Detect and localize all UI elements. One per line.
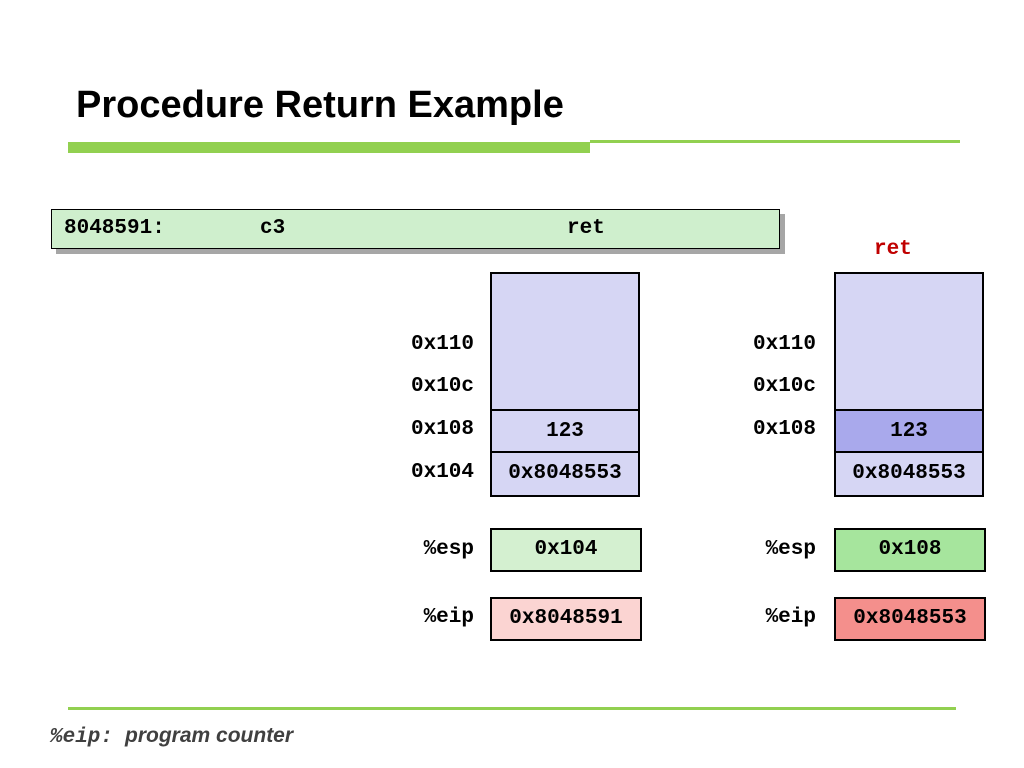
slide-title: Procedure Return Example [76, 84, 564, 126]
footer-divider [68, 707, 956, 710]
eip-register-box: 0x8048553 [834, 597, 986, 641]
title-underline-thin [590, 140, 960, 143]
instruction-box: 8048591: c3 ret [51, 209, 780, 249]
stack-empty-region [492, 274, 638, 411]
esp-register-box: 0x104 [490, 528, 642, 572]
after-address-label: 0x108 [752, 418, 816, 441]
stack-cell: 123 [492, 411, 638, 453]
esp-label: %esp [423, 538, 474, 561]
before-stack: 123 0x8048553 [490, 272, 640, 497]
footnote-description: program counter [125, 724, 294, 747]
before-address-label: 0x110 [410, 333, 474, 356]
before-address-label: 0x108 [410, 418, 474, 441]
instruction-mnemonic: ret [567, 217, 605, 240]
ret-caption: ret [874, 238, 912, 261]
eip-label: %eip [423, 606, 474, 629]
stack-cell: 0x8048553 [836, 453, 982, 495]
eip-register-box: 0x8048591 [490, 597, 642, 641]
after-address-label: 0x110 [752, 333, 816, 356]
eip-label: %eip [765, 606, 816, 629]
stack-cell-top: 123 [836, 411, 982, 453]
before-address-label: 0x10c [410, 375, 474, 398]
stack-empty-region [836, 274, 982, 411]
after-stack: 123 0x8048553 [834, 272, 984, 497]
after-address-label: 0x10c [752, 375, 816, 398]
esp-label: %esp [765, 538, 816, 561]
footnote-term: %eip: [50, 726, 114, 749]
title-underline-thick [68, 142, 590, 153]
instruction-opcode: c3 [260, 217, 286, 240]
stack-cell: 0x8048553 [492, 453, 638, 495]
instruction-address: 8048591: [64, 217, 165, 240]
footnote: %eip: program counter [50, 724, 293, 749]
before-address-label: 0x104 [410, 461, 474, 484]
esp-register-box: 0x108 [834, 528, 986, 572]
